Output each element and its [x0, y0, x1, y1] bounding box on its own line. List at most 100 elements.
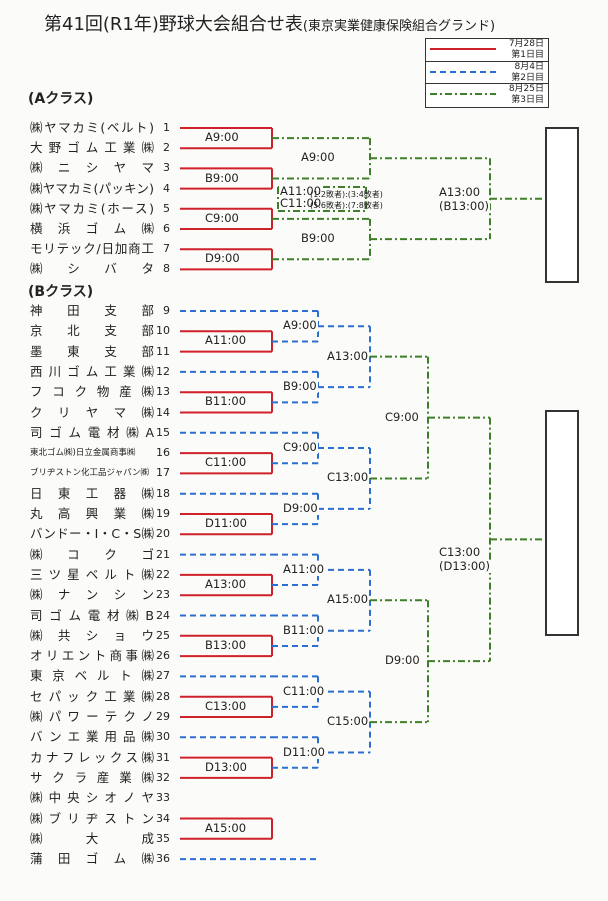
team-number: 34: [156, 811, 170, 825]
team-number: 7: [163, 242, 170, 256]
team-name: 京北支部: [30, 323, 154, 339]
team-6: 横浜ゴム㈱6: [30, 220, 170, 238]
team-name: セパック工業㈱: [30, 688, 154, 704]
team-14: クリヤマ㈱14: [30, 404, 170, 422]
team-number: 17: [156, 466, 170, 480]
team-name: 神田支部: [30, 303, 154, 318]
team-number: 18: [156, 486, 170, 500]
team-name: ㈱パワーテクノ: [30, 709, 154, 724]
legend-day1: 7月28日 第1日目: [426, 39, 548, 61]
match-b-r1-5: A13:00: [204, 577, 248, 592]
match-a-consolation-2: C11:00: [279, 196, 323, 210]
team-name: サクラ産業㈱: [30, 769, 154, 785]
team-name: 日東工器㈱: [30, 485, 154, 501]
team-name: フコク物産㈱: [30, 384, 154, 400]
team-number: 31: [156, 750, 170, 764]
team-number: 16: [156, 446, 170, 460]
match-a-final: A13:00: [438, 184, 482, 199]
match-a-r1-2: B9:00: [204, 170, 240, 185]
match-b-r2-5: A11:00: [282, 561, 326, 576]
team-name: クリヤマ㈱: [30, 404, 154, 420]
team-name: 丸高興業㈱: [30, 506, 154, 521]
match-b-r3-4: C15:00: [326, 714, 370, 729]
team-name: バンドー・I・C・S㈱: [30, 526, 154, 542]
team-18: 日東工器㈱18: [30, 485, 170, 503]
match-b-final-sub: (D13:00): [438, 559, 491, 574]
team-12: 西川ゴム工業㈱12: [30, 363, 170, 381]
match-b-final: C13:00: [438, 545, 482, 560]
match-b-r1-2: B11:00: [204, 394, 248, 409]
team-name: ㈱コクゴ: [30, 546, 154, 562]
team-number: 4: [163, 181, 170, 195]
team-number: 33: [156, 791, 170, 805]
team-number: 12: [156, 364, 170, 378]
match-b-r2-8: D11:00: [282, 744, 326, 759]
match-b-r1-4: D11:00: [204, 516, 248, 531]
team-name: 司ゴム電材㈱A: [30, 424, 154, 440]
team-number: 13: [156, 385, 170, 399]
team-number: 10: [156, 324, 170, 338]
team-26: オリエント商事㈱26: [30, 647, 170, 665]
team-name: ㈱共ショウ: [30, 627, 154, 643]
match-a-consolation-1: A11:00: [279, 184, 323, 198]
match-a-r1-4: D9:00: [204, 251, 241, 266]
legend-day1-date: 7月28日: [508, 39, 544, 49]
team-name: ㈱大成: [30, 830, 154, 846]
class-a-champion-box: [545, 127, 579, 283]
match-a-r1-1: A9:00: [204, 130, 240, 145]
team-name: バンエ業用品㈱: [30, 729, 154, 745]
legend-day3-date: 8月25日: [508, 84, 544, 94]
team-name: ㈱ヤマカミ(ホース): [30, 200, 154, 216]
team-name: 西川ゴム工業㈱: [30, 363, 154, 379]
team-name: ㈱シバタ: [30, 261, 154, 277]
team-22: 三ツ星ベルト㈱22: [30, 566, 170, 584]
match-b-r2-4: D9:00: [282, 500, 319, 515]
team-30: バンエ業用品㈱30: [30, 728, 170, 746]
team-name: ブリヂストン化工品ジャパン㈱: [30, 468, 150, 479]
team-name: 東北ゴム㈱)日立金属商事㈱: [30, 448, 136, 459]
match-b-r1-9: A15:00: [204, 820, 248, 835]
team-name: カナフレックス㈱: [30, 749, 154, 765]
team-1: ㈱ヤマカミ(ベルト)1: [30, 119, 170, 137]
team-number: 35: [156, 831, 170, 845]
match-b-r2-1: A9:00: [282, 318, 318, 333]
team-number: 6: [163, 222, 170, 235]
team-31: カナフレックス㈱31: [30, 749, 170, 767]
team-number: 1: [163, 121, 170, 134]
legend-day2: 8月4日 第2日目: [426, 61, 548, 84]
team-name: オリエント商事㈱: [30, 648, 154, 664]
team-name: 三ツ星ベルト㈱: [30, 566, 154, 582]
team-36: 蒲田ゴム㈱36: [30, 850, 170, 868]
team-number: 3: [163, 161, 170, 175]
team-name: ㈱ヤマカミ(パッキン): [30, 180, 154, 196]
match-b-r1-1: A11:00: [204, 333, 248, 348]
match-b-r3-2: C13:00: [326, 470, 370, 485]
team-number: 8: [163, 262, 170, 276]
legend: 7月28日 第1日目 8月4日 第2日目 8月25日 第3日目: [425, 38, 549, 108]
legend-day2-date: 8月4日: [514, 62, 544, 72]
match-b-r1-8: D13:00: [204, 759, 248, 774]
match-b-r2-3: C9:00: [282, 440, 318, 455]
team-number: 20: [156, 527, 170, 541]
team-name: 東京ベルト㈱: [30, 668, 154, 684]
team-name: 蒲田ゴム㈱: [30, 851, 154, 867]
match-b-semi-1: C9:00: [384, 409, 420, 424]
team-4: ㈱ヤマカミ(パッキン) 4: [30, 180, 170, 198]
team-9: 神田支部 9: [30, 302, 170, 320]
match-a-r1-3: C9:00: [204, 210, 240, 225]
team-name: ㈱ニシヤマ: [30, 160, 154, 176]
team-name: ㈱ブリヂストン: [30, 810, 154, 826]
team-number: 9: [163, 304, 170, 317]
team-number: 32: [156, 770, 170, 784]
